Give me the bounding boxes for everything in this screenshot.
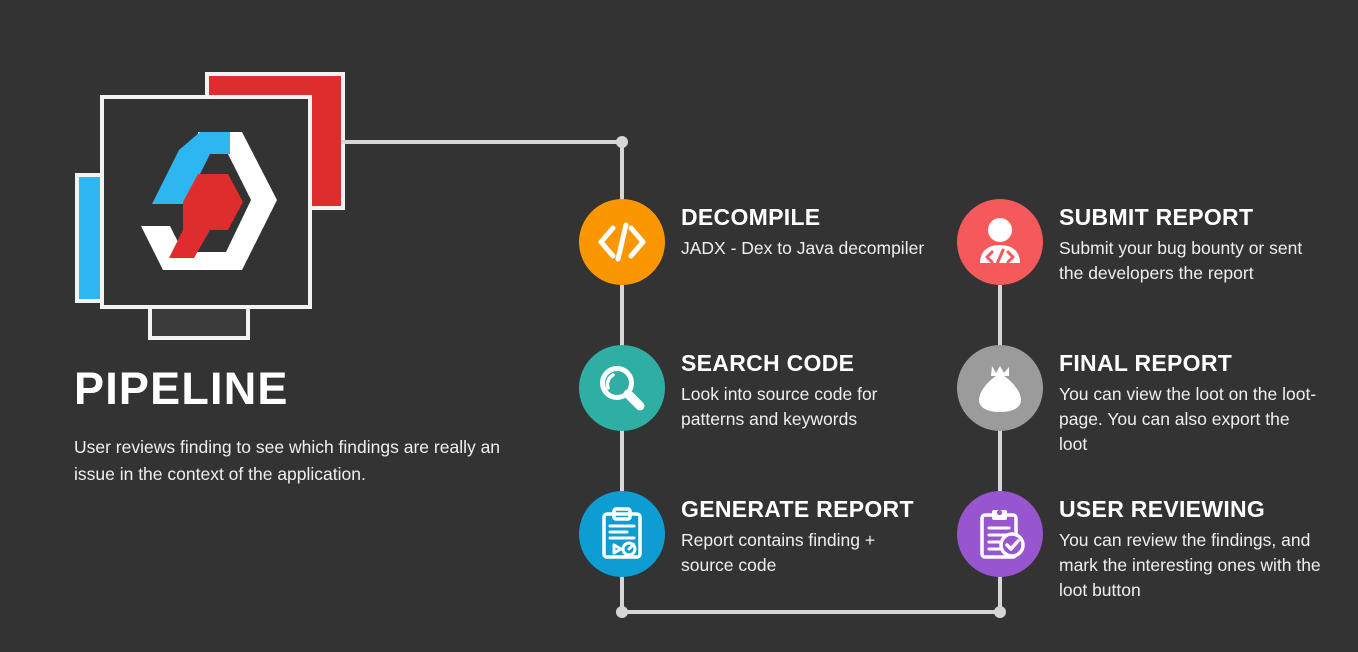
code-brackets-icon <box>598 222 646 262</box>
logo-card-grey <box>148 305 250 340</box>
step-decompile-badge[interactable] <box>579 199 665 285</box>
connector-dot-bottom-left <box>616 606 628 618</box>
clipboard-chart-icon <box>602 507 642 559</box>
connector-final-to-submit <box>998 285 1002 390</box>
pipeline-hexagon-logo <box>141 132 277 270</box>
step-decompile-text: DECOMPILE JADX - Dex to Java decompiler <box>681 199 931 261</box>
connector-user-reviewing-to-final <box>998 430 1002 535</box>
step-search-code-description: Look into source code for patterns and k… <box>681 384 878 430</box>
step-decompile[interactable]: DECOMPILE JADX - Dex to Java decompiler <box>579 199 931 285</box>
connector-search-to-generate <box>620 430 624 535</box>
loot-bag-icon <box>979 366 1021 412</box>
step-generate-report-description: Report contains finding + source code <box>681 530 876 576</box>
step-user-reviewing-title: USER REVIEWING <box>1059 496 1266 522</box>
step-submit-report-description: Submit your bug bounty or sent the devel… <box>1059 238 1303 284</box>
step-submit-report-title: SUBMIT REPORT <box>1059 204 1254 230</box>
step-submit-report-text: SUBMIT REPORT Submit your bug bounty or … <box>1059 199 1321 286</box>
step-submit-report-badge[interactable] <box>957 199 1043 285</box>
step-user-reviewing-text: USER REVIEWING You can review the findin… <box>1059 491 1321 603</box>
step-decompile-description: JADX - Dex to Java decompiler <box>681 238 925 259</box>
developer-person-icon <box>980 218 1020 266</box>
step-final-report-title: FINAL REPORT <box>1059 350 1233 376</box>
step-user-reviewing-description: You can review the findings, and mark th… <box>1059 530 1321 600</box>
step-user-reviewing-badge[interactable] <box>957 491 1043 577</box>
magnifier-icon <box>600 366 645 411</box>
title-block: PIPELINE User reviews finding to see whi… <box>74 365 534 487</box>
step-submit-report[interactable]: SUBMIT REPORT Submit your bug bounty or … <box>957 199 1321 286</box>
step-generate-report[interactable]: GENERATE REPORT Report contains finding … <box>579 491 931 578</box>
step-generate-report-title: GENERATE REPORT <box>681 496 914 522</box>
step-final-report-badge[interactable] <box>957 345 1043 431</box>
step-decompile-title: DECOMPILE <box>681 204 821 230</box>
clipboard-check-icon <box>980 509 1025 559</box>
step-final-report[interactable]: FINAL REPORT You can view the loot on th… <box>957 345 1321 457</box>
connector-generate-to-bottom <box>620 576 624 614</box>
connector-decompile-to-search <box>620 285 624 390</box>
step-search-code-text: SEARCH CODE Look into source code for pa… <box>681 345 931 432</box>
page-description: User reviews finding to see which findin… <box>74 437 501 484</box>
step-generate-report-badge[interactable] <box>579 491 665 577</box>
connector-bottom-to-user-reviewing <box>998 576 1002 614</box>
step-user-reviewing[interactable]: USER REVIEWING You can review the findin… <box>957 491 1321 603</box>
step-search-code-title: SEARCH CODE <box>681 350 855 376</box>
step-search-code[interactable]: SEARCH CODE Look into source code for pa… <box>579 345 931 432</box>
step-final-report-description: You can view the loot on the loot-page. … <box>1059 384 1317 454</box>
connector-logo-to-decompile <box>620 140 624 242</box>
step-generate-report-text: GENERATE REPORT Report contains finding … <box>681 491 931 578</box>
connector-top-horizontal <box>341 140 624 144</box>
page-title: PIPELINE <box>74 363 289 414</box>
step-search-code-badge[interactable] <box>579 345 665 431</box>
step-final-report-text: FINAL REPORT You can view the loot on th… <box>1059 345 1321 457</box>
connector-bottom-horizontal <box>620 610 1002 614</box>
